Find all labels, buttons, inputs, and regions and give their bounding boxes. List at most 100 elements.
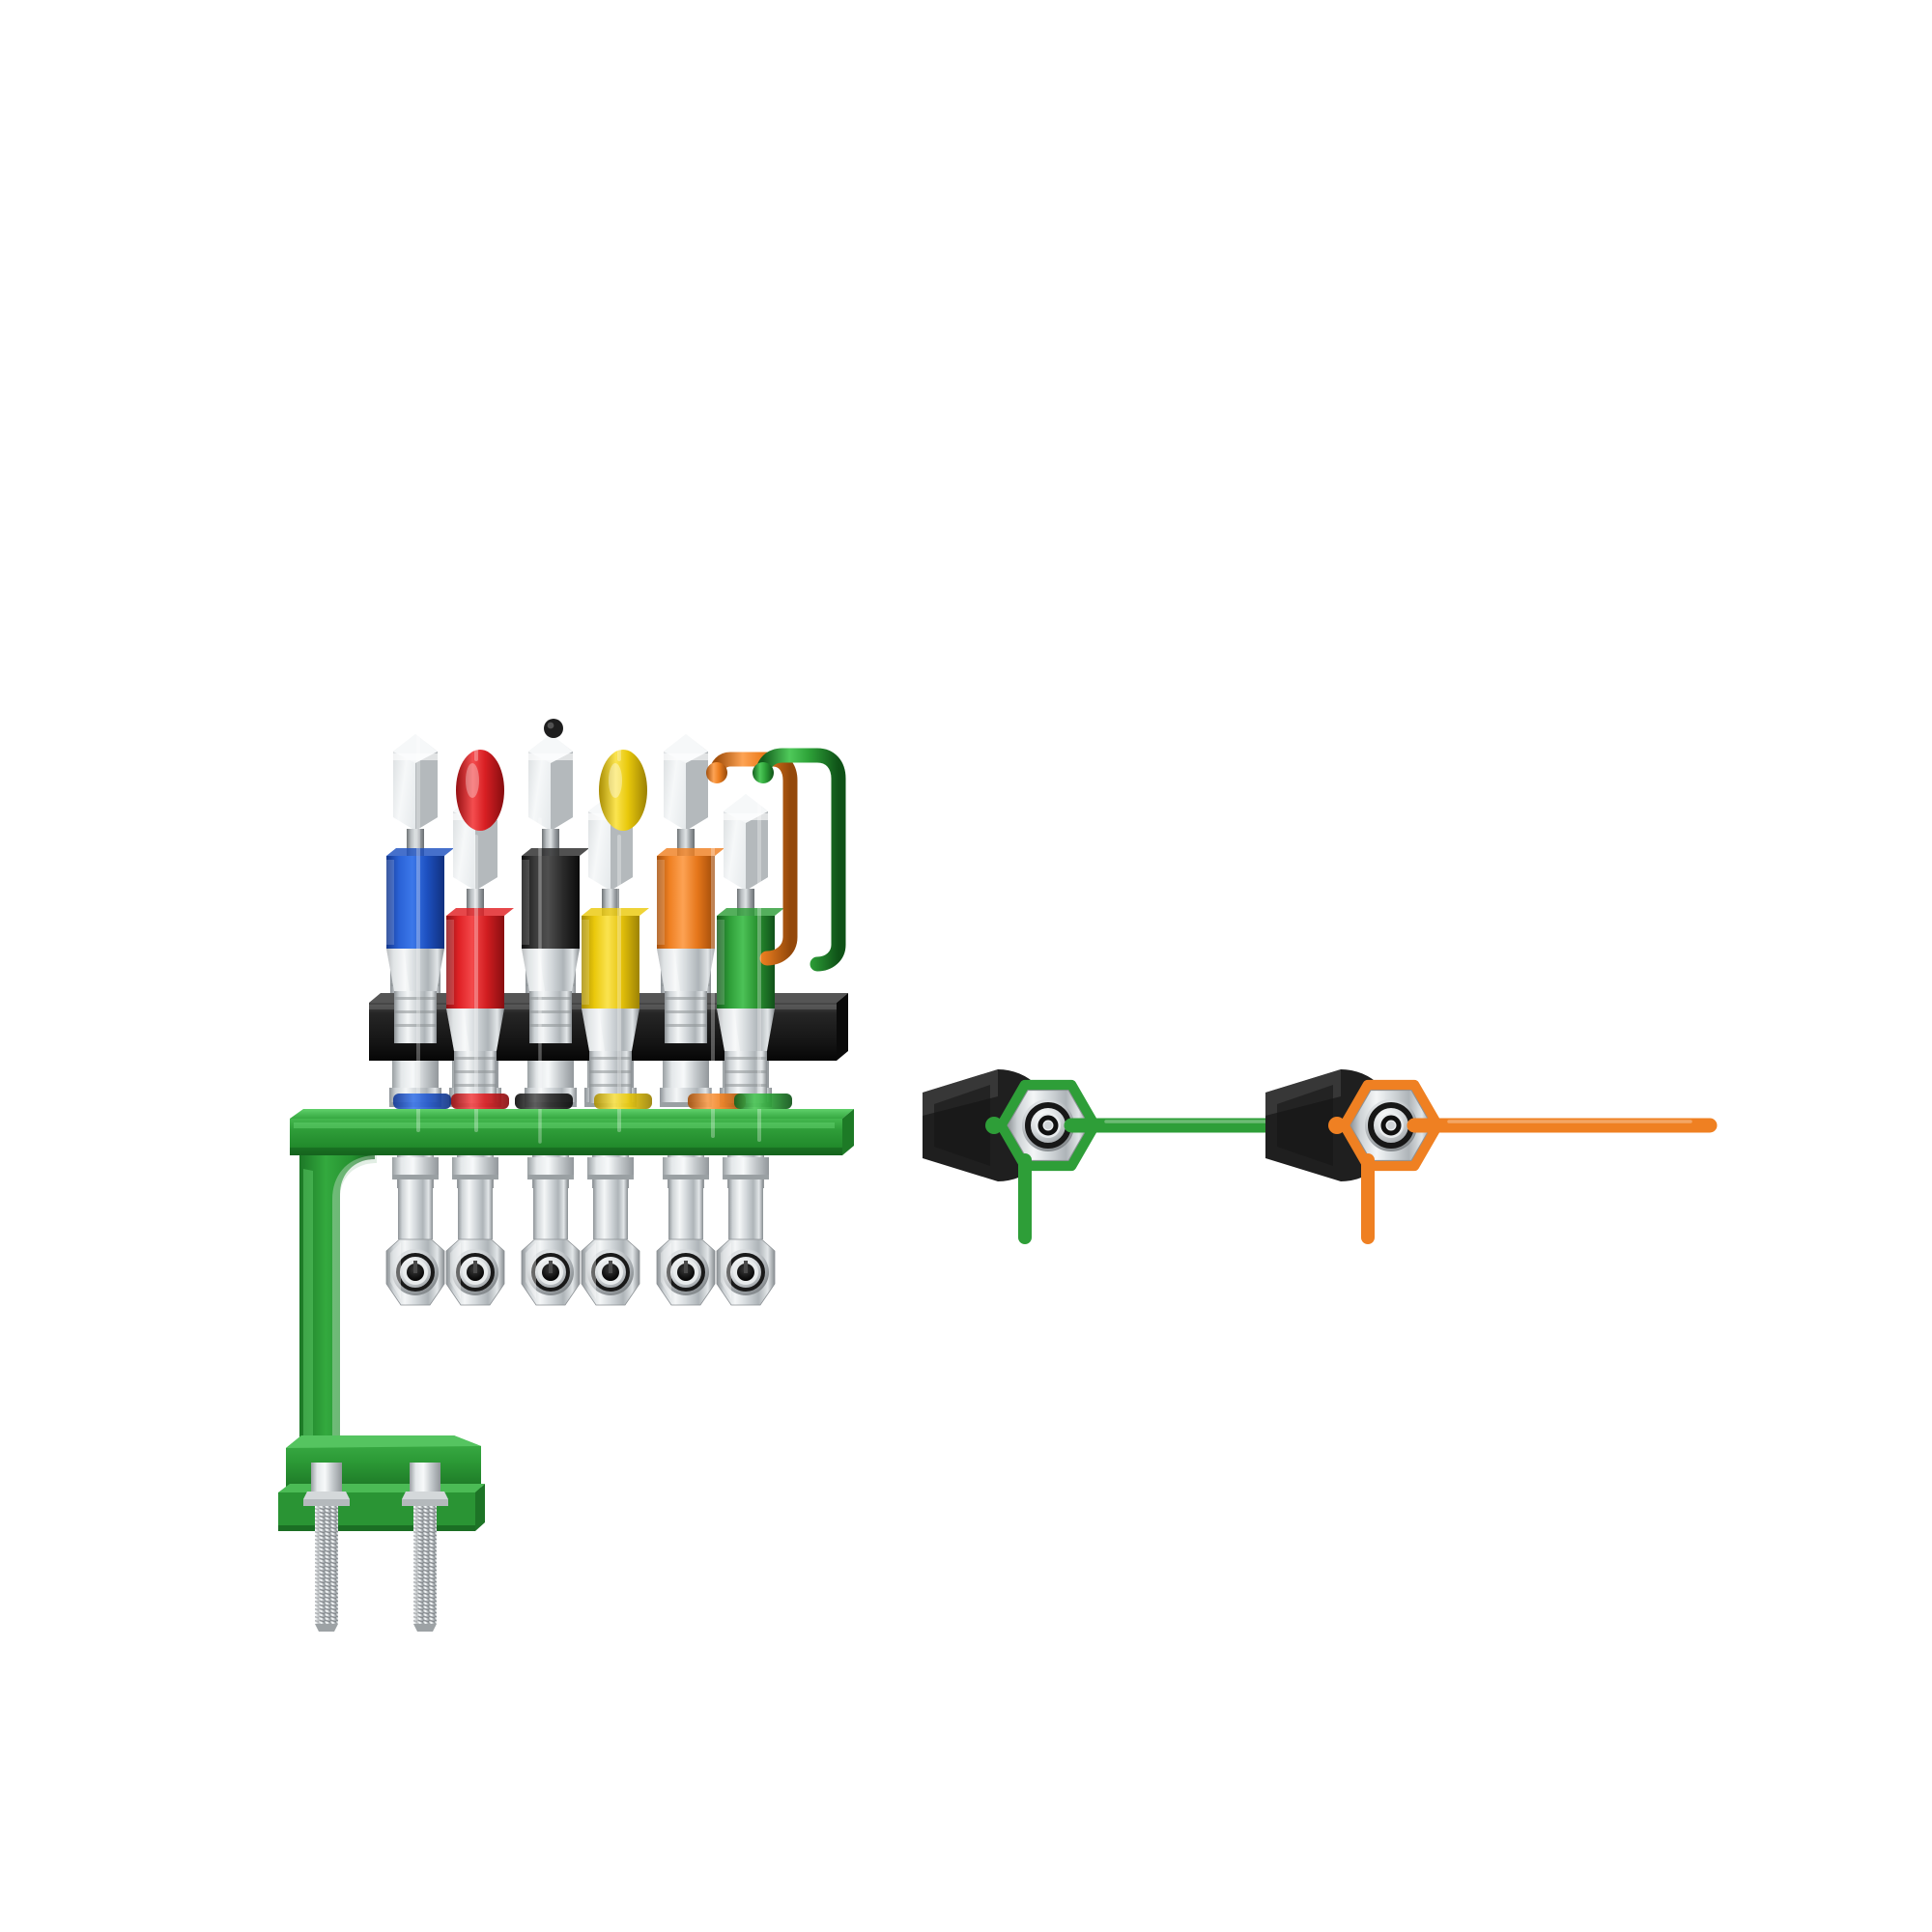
loose-valve-assemblies[interactable] [923,1069,1718,1244]
lanyard-retainer-orange [688,1094,746,1109]
fitting-barrel [398,1179,433,1239]
fitting-port-key [609,1261,612,1273]
fitting-nut [587,1157,634,1175]
valve-side-nub [985,1117,1003,1134]
coupler-dust-cap-lanyards [393,294,846,1157]
lanyard-yellow-bulb [599,750,647,831]
lanyard-yellow-bulb-gloss [609,763,622,798]
lanyard-green-knot [753,762,774,783]
fitting-highlight [661,1242,671,1299]
dust-cap-gloss [724,813,768,820]
coupler-station-5-orange[interactable] [657,734,724,1043]
dust-cap-gloss [528,753,573,760]
lower-fitting-5 [656,1155,716,1306]
fitting-highlight [390,1242,401,1299]
fitting-port-key [413,1261,417,1273]
coupler-lock-nut-shade [660,1102,712,1107]
fitting-nut-shadow [587,1175,634,1179]
fitting-port-key [549,1261,553,1273]
fitting-port-key [473,1261,477,1273]
lanyard-green-loop [755,748,846,972]
lower-fitting-1 [385,1155,445,1306]
cap-knob-gloss [547,722,554,729]
mounting-bolts [303,1463,448,1632]
fitting-nut-shadow [527,1175,574,1179]
valve-body-shade [934,1085,990,1166]
cap-knob [544,719,563,738]
valve-assembly-2-orange[interactable] [1265,1069,1718,1244]
fitting-barrel [593,1179,628,1239]
lanyard-retainer-yellow [594,1094,652,1109]
fitting-highlight [526,1242,536,1299]
fitting-barrel [668,1179,703,1239]
color-band-top [522,848,589,856]
valve-port-ring-inner [1380,1115,1402,1136]
lanyard-retainer-black [515,1094,573,1109]
fitting-barrel [458,1179,493,1239]
color-band-gloss [446,920,454,1005]
fitting-nut-shadow [452,1175,498,1179]
coupler-collar-gloss [582,1009,605,1051]
color-band [657,856,715,949]
dust-cap-gloss [664,753,708,760]
lower-fitting-6 [716,1155,776,1306]
lower-fitting-4 [581,1155,640,1306]
valve-body-shade [1277,1085,1333,1166]
fitting-nut [392,1157,439,1175]
valve-port-ring-inner [1037,1115,1059,1136]
coupler-knurl [665,1024,707,1027]
coupler-knurl [665,1010,707,1013]
coupler-manifold-assembly[interactable] [278,294,854,1632]
coupler-collar [657,949,715,991]
coupler-knurl [589,1070,632,1073]
color-band-gloss [657,860,665,945]
fitting-port-key [684,1261,688,1273]
valve-side-nub [1328,1117,1346,1134]
lanyard-retainer-green [734,1094,792,1109]
coupler-knurl [724,1070,767,1073]
coupler-lower-sleeve [663,1061,709,1090]
coupler-knurl [724,1057,767,1060]
fitting-nut [452,1157,498,1175]
fitting-nut [527,1157,574,1175]
color-band-top [657,848,724,856]
fitting-highlight [450,1242,461,1299]
lanyard-red-bulb [456,750,504,831]
color-band-gloss [582,920,589,1005]
valve-port-bore [1044,1122,1052,1129]
fitting-highlight [585,1242,596,1299]
fitting-nut-shadow [392,1175,439,1179]
dust-cap-shade [551,752,573,831]
coupler-knurl [665,997,707,1000]
fitting-port-key [744,1261,748,1273]
color-band [582,916,639,1009]
coupler-collar-gloss [657,949,680,991]
coupler-collar-gloss [446,1009,469,1051]
lanyard-orange-loop [709,752,798,966]
fitting-nut-shadow [663,1175,709,1179]
fitting-highlight [721,1242,731,1299]
lanyard-red-bulb-gloss [466,763,479,798]
fitting-nut [723,1157,769,1175]
color-band-gloss [386,860,394,945]
fitting-port-ring-outer [726,1253,765,1292]
coupler-knurl [589,1057,632,1060]
coupler-knurl [724,1084,767,1087]
fitting-port-ring-outer [396,1253,435,1292]
dust-cap-shade [686,752,708,831]
lower-fitting-3 [521,1155,581,1306]
fitting-port-ring-outer [531,1253,570,1292]
lanyard-retainer-blue [393,1094,451,1109]
fitting-port-ring-outer [591,1253,630,1292]
fitting-nut [663,1157,709,1175]
lower-fitting-2 [445,1155,505,1306]
color-band-top [582,908,649,916]
coupler-knurl [589,1084,632,1087]
valve-port-bore [1387,1122,1395,1129]
fitting-barrel [533,1179,568,1239]
color-band-top [717,908,784,916]
fitting-port-ring-outer [456,1253,495,1292]
fitting-port-ring-outer [667,1253,705,1292]
